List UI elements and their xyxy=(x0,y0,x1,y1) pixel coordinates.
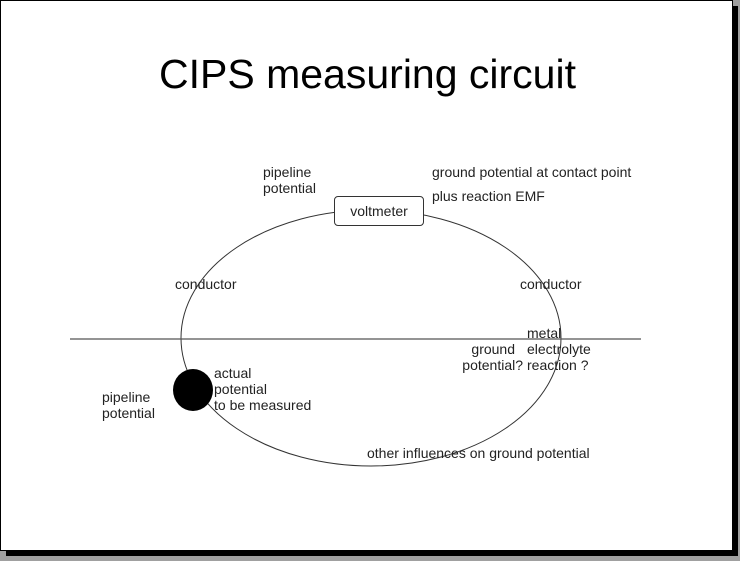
label-line: potential xyxy=(214,381,267,397)
other-influences-label: other influences on ground potential xyxy=(367,445,590,461)
label-line: metal xyxy=(527,325,562,341)
conductor-left-label: conductor xyxy=(175,276,237,292)
label-line: potential xyxy=(263,180,316,196)
conductor-right-label: conductor xyxy=(520,276,582,292)
reaction-emf-label: plus reaction EMF xyxy=(432,188,545,204)
label-line: pipeline xyxy=(263,164,312,180)
circuit-diagram xyxy=(70,209,641,467)
label-line: to be measured xyxy=(214,397,312,413)
circuit-loop xyxy=(180,209,562,467)
slide: CIPS measuring circuit voltmeter pipelin… xyxy=(0,0,733,551)
ground-potential-label: ground potential? xyxy=(456,341,523,373)
pipeline-dot xyxy=(173,369,213,411)
pipeline-potential-bottom-label: pipeline potential xyxy=(102,389,155,421)
metal-electrolyte-label: metal electrolyte reaction ? xyxy=(527,325,591,373)
label-line: potential? xyxy=(462,357,523,373)
voltmeter-box: voltmeter xyxy=(334,196,424,226)
label-line: ground xyxy=(471,341,515,357)
label-line: electrolyte xyxy=(527,341,591,357)
label-line: reaction ? xyxy=(527,357,589,373)
slide-title: CIPS measuring circuit xyxy=(159,51,576,97)
ground-contact-label: ground potential at contact point xyxy=(432,164,632,180)
label-line: pipeline xyxy=(102,389,151,405)
pipeline-potential-top-label: pipeline potential xyxy=(263,164,316,196)
actual-potential-label: actual potential to be measured xyxy=(214,365,311,413)
label-line: potential xyxy=(102,405,155,421)
label-line: actual xyxy=(214,365,252,381)
